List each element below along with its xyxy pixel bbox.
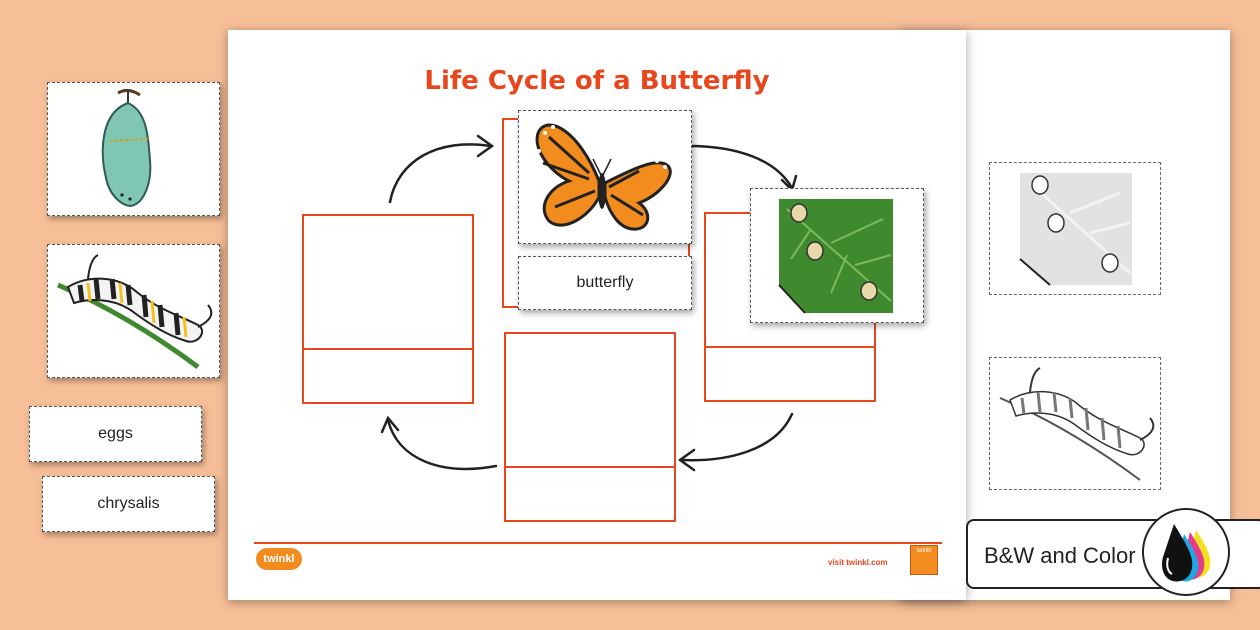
left-slot[interactable] <box>302 214 474 404</box>
ink-drops-icon <box>1142 508 1230 596</box>
butterfly-label: butterfly <box>576 274 634 291</box>
arrow-top-left <box>388 143 492 204</box>
badge-text: B&W and Color <box>984 543 1136 568</box>
chrysalis-picture-card[interactable] <box>47 82 220 216</box>
arrow-bottom-right <box>680 412 794 462</box>
caterpillar-bw-image <box>999 367 1155 481</box>
eggs-picture-card[interactable] <box>750 188 924 323</box>
eggs-label-card[interactable]: eggs <box>29 406 202 462</box>
chrysalis-label-card[interactable]: chrysalis <box>42 476 215 532</box>
arrow-top-right <box>686 144 794 190</box>
cycle-arrows <box>380 134 798 472</box>
quality-stamp: twinkl <box>910 545 938 575</box>
butterfly-image <box>535 123 672 231</box>
eggs-bw-image <box>1019 173 1132 286</box>
ink-drops-graphic <box>1162 524 1211 582</box>
twinkl-logo: twinkl <box>256 548 302 570</box>
footer-rule <box>254 542 942 544</box>
twinkl-logo-text: twinkl <box>263 553 295 565</box>
caterpillar-outline-card <box>989 357 1161 490</box>
arrow-bottom-left <box>386 418 498 471</box>
chrysalis-label: chrysalis <box>97 495 160 512</box>
eggs-leaf-image <box>778 199 893 314</box>
butterfly-label-card[interactable]: butterfly <box>518 256 692 310</box>
bottom-slot[interactable] <box>504 332 676 522</box>
main-worksheet: Life Cycle of a Butterfly <box>228 30 966 600</box>
worksheet-title: Life Cycle of a Butterfly <box>424 66 770 96</box>
chrysalis-image <box>101 88 152 207</box>
right-slot-divider <box>706 346 874 348</box>
caterpillar-image <box>57 254 213 370</box>
eggs-label: eggs <box>98 425 133 442</box>
bottom-slot-divider <box>506 466 674 468</box>
left-slot-divider <box>304 348 472 350</box>
caterpillar-picture-card[interactable] <box>47 244 220 378</box>
butterfly-picture-card[interactable] <box>518 110 692 244</box>
quality-stamp-text: twinkl <box>916 548 932 554</box>
eggs-outline-card <box>989 162 1161 295</box>
footer-url[interactable]: visit twinkl.com <box>828 558 888 567</box>
